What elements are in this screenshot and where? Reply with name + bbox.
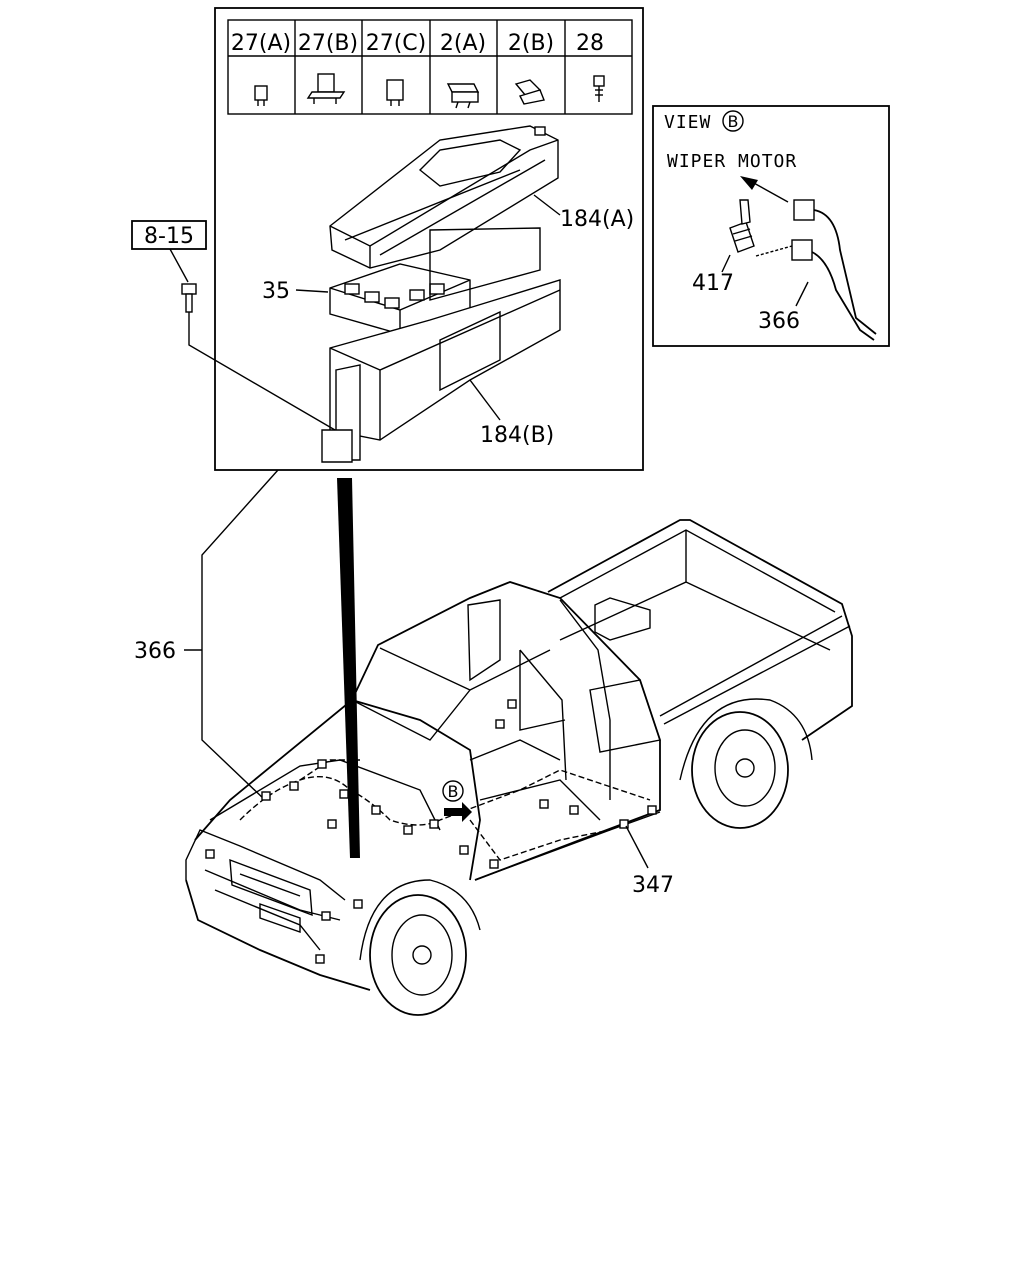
label-366-view: 366 — [758, 309, 800, 334]
label-366-main: 366 — [134, 639, 176, 664]
label-35: 35 — [262, 279, 290, 304]
legend-cell-label: 27(B) — [298, 31, 358, 56]
wiper-motor-caption: WIPER MOTOR — [667, 151, 797, 172]
legend-cell-label: 28 — [576, 31, 604, 56]
location-pointer — [337, 478, 360, 858]
legend-cell-label: 2(A) — [440, 31, 486, 56]
view-b-detail: VIEW B WIPER MOTOR 417 366 — [652, 105, 890, 347]
cartridge-fuse-icon — [386, 79, 404, 106]
connector-417 — [729, 199, 755, 253]
relay-b-icon — [514, 79, 545, 105]
fuse-legend-table: 27(A) 27(B) 27(C) 2(A) 2(B) 28 — [227, 19, 633, 115]
screw-28-icon — [593, 75, 605, 102]
label-347: 347 — [632, 873, 674, 898]
wiring-harness-path — [239, 769, 651, 826]
reference-box-label: 8-15 — [144, 224, 194, 249]
rear-wheel — [691, 711, 789, 829]
view-b-marker: B — [728, 112, 739, 131]
fuse-box-upper-cover — [329, 125, 561, 269]
relay-a-icon — [446, 83, 480, 109]
reference-box: 8-15 — [131, 220, 207, 283]
label-184a: 184(A) — [560, 207, 634, 232]
pickup-truck-illustration: B — [185, 519, 853, 1016]
fuse-box-lower-case — [321, 227, 561, 463]
view-b-location-marker: B — [448, 782, 459, 801]
harness-connector — [755, 199, 877, 341]
legend-cell-label: 27(A) — [231, 31, 291, 56]
label-417: 417 — [692, 271, 734, 296]
detail-frame — [214, 7, 644, 471]
relay-block — [329, 263, 471, 335]
view-b-title: VIEW — [664, 112, 711, 133]
maxi-fuse-icon — [306, 73, 346, 104]
view-b-marker-circle — [722, 110, 744, 132]
harness-connectors — [205, 699, 657, 964]
label-184b: 184(B) — [480, 423, 554, 448]
legend-cell-label: 2(B) — [508, 31, 554, 56]
fuse-box-detail: 27(A) 27(B) 27(C) 2(A) 2(B) 28 — [214, 7, 644, 471]
view-direction-arrow-icon — [444, 802, 472, 822]
view-b-location-circle — [442, 780, 464, 802]
bolt-icon — [181, 283, 197, 313]
view-b-frame — [652, 105, 890, 347]
mini-fuse-icon — [254, 85, 268, 106]
arrow-head-icon — [740, 176, 758, 190]
front-wheel — [369, 894, 467, 1016]
legend-cell-label: 27(C) — [366, 31, 427, 56]
